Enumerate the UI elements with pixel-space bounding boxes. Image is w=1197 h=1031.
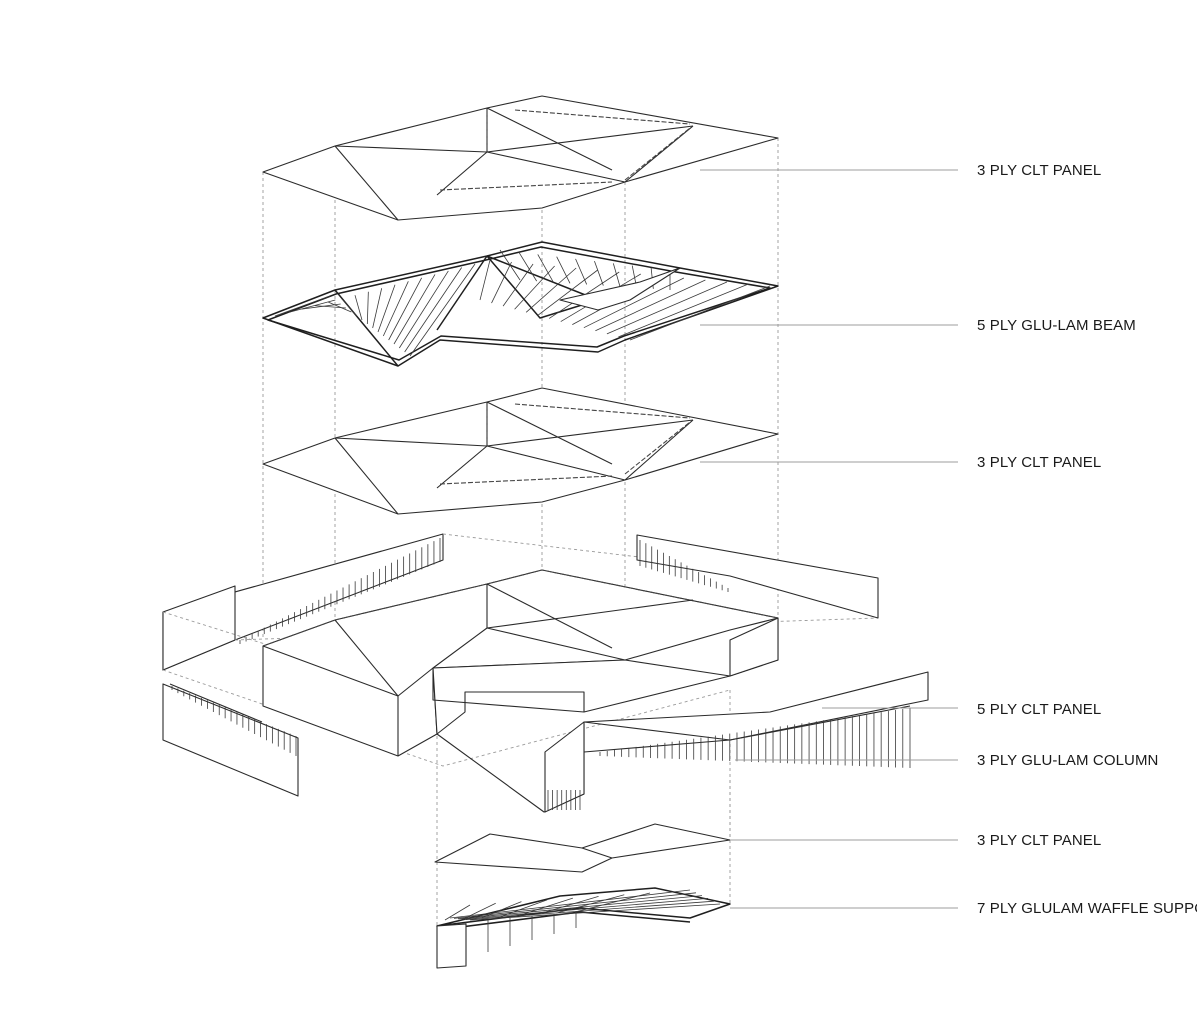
beam-hatching xyxy=(274,249,771,357)
hatch-line xyxy=(556,256,571,284)
hatch-line xyxy=(372,288,383,329)
leaders xyxy=(700,169,958,909)
label-layer-1: 3 PLY CLT PANEL xyxy=(977,162,1101,179)
hatch-line xyxy=(469,903,721,921)
hatch-line xyxy=(612,263,621,287)
waffle-support xyxy=(436,887,731,969)
hatch-line xyxy=(393,274,436,345)
hatch-line xyxy=(594,260,604,286)
hatch-line xyxy=(449,889,691,919)
wall-ribs xyxy=(239,538,441,644)
hatch-line xyxy=(575,258,588,285)
hatch-line xyxy=(465,900,715,920)
hatch-line xyxy=(409,263,476,357)
layer-labels: 3 PLY CLT PANEL 5 PLY GLU-LAM BEAM 3 PLY… xyxy=(977,162,1197,917)
hatch-line xyxy=(502,263,534,307)
label-layer-4: 5 PLY CLT PANEL xyxy=(977,701,1101,718)
waffle-grid xyxy=(444,889,721,958)
hatch-line xyxy=(479,259,491,301)
hatch-line xyxy=(382,281,409,337)
hatch-line xyxy=(288,299,336,313)
hatch-line xyxy=(518,252,538,282)
hatch-line xyxy=(366,291,369,325)
main-volume xyxy=(162,533,929,813)
hatch-line xyxy=(377,284,396,333)
hatch-line xyxy=(354,295,363,321)
wall-ribs xyxy=(171,686,297,756)
hatch-line xyxy=(444,904,471,921)
hatch-line xyxy=(537,896,599,915)
hatch-line xyxy=(457,895,703,920)
hatch-line xyxy=(525,267,577,313)
wall-ribs xyxy=(599,708,911,768)
hatch-line xyxy=(398,270,449,349)
hatch-line xyxy=(537,269,598,316)
hatch-line xyxy=(328,301,352,313)
label-layer-5: 3 PLY GLU-LAM COLUMN xyxy=(977,752,1159,769)
label-layer-3: 3 PLY CLT PANEL xyxy=(977,454,1101,471)
hatch-line xyxy=(463,902,496,920)
hatch-line xyxy=(537,254,554,283)
hatch-line xyxy=(618,283,749,338)
hatch-line xyxy=(606,281,728,335)
hatch-line xyxy=(404,267,462,353)
column-ribs xyxy=(547,790,581,810)
hatch-line xyxy=(595,279,706,332)
hatch-line xyxy=(491,261,512,304)
middle-clt-panel xyxy=(262,387,779,515)
hatch-line xyxy=(461,898,709,920)
lower-clt-panel xyxy=(434,823,731,873)
label-layer-6: 3 PLY CLT PANEL xyxy=(977,832,1101,849)
hatch-line xyxy=(274,295,331,317)
hatch-line xyxy=(514,265,555,310)
hatch-line xyxy=(453,892,697,919)
hatch-line xyxy=(481,901,522,919)
hatch-line xyxy=(341,298,357,317)
glulam-beam-layer xyxy=(262,241,779,367)
label-layer-2: 5 PLY GLU-LAM BEAM xyxy=(977,317,1136,334)
hatch-line xyxy=(583,277,685,329)
label-layer-7: 7 PLY GLULAM WAFFLE SUPPO xyxy=(977,900,1197,917)
wall-ribs xyxy=(639,540,729,592)
hatch-line xyxy=(388,277,423,341)
top-clt-panel xyxy=(262,95,779,221)
hatch-line xyxy=(629,285,771,341)
hatch-line xyxy=(499,249,521,281)
